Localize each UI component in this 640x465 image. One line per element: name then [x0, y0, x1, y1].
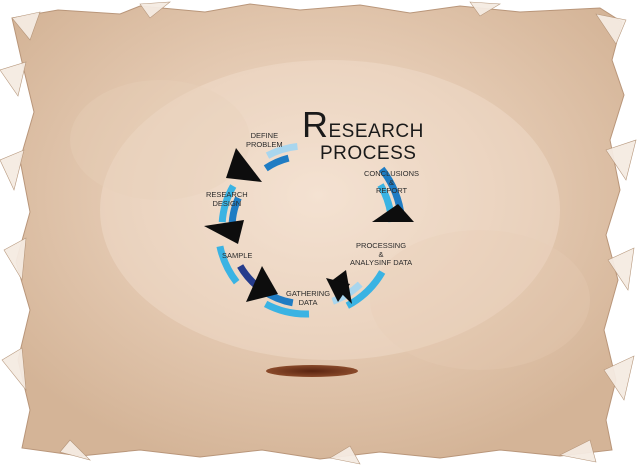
drop-shadow — [266, 365, 358, 377]
step-label-define-problem: DEFINE PROBLEM — [246, 131, 283, 149]
arc-define-inner — [263, 154, 290, 172]
arrow-design-icon — [204, 220, 244, 244]
paper-stain — [70, 80, 250, 200]
arrow-processing-icon — [372, 204, 414, 222]
step-label-research-design: RESEARCH DESIGN — [206, 190, 248, 208]
title-initial: R — [302, 104, 329, 145]
step-label-processing-analysis: PROCESSING & ANALYSINF DATA — [350, 241, 413, 267]
arc-processing-outer — [345, 270, 386, 309]
step-label-gathering-data: GATHERING DATA — [286, 289, 331, 307]
diagram-title-line2: PROCESS — [320, 143, 417, 164]
diagram-title-line1: RESEARCH — [302, 107, 424, 143]
step-label-conclusions-report: CONCLUSIONS & REPORT — [364, 169, 420, 195]
title-rest: ESEARCH — [328, 121, 424, 142]
arc-gathering-outer — [263, 300, 310, 318]
cycle-arrows — [204, 148, 414, 304]
arrow-sample-icon — [246, 266, 278, 302]
paper-stain — [370, 230, 590, 370]
arc-sample-outer — [216, 245, 240, 285]
arc-define-outer — [265, 142, 298, 159]
arrow-gathering-tail-icon — [326, 278, 350, 302]
arrow-define-icon — [226, 148, 262, 182]
arc-design-outer — [218, 184, 237, 223]
step-label-sample: SAMPLE — [222, 251, 253, 260]
paper-stain — [100, 60, 560, 360]
